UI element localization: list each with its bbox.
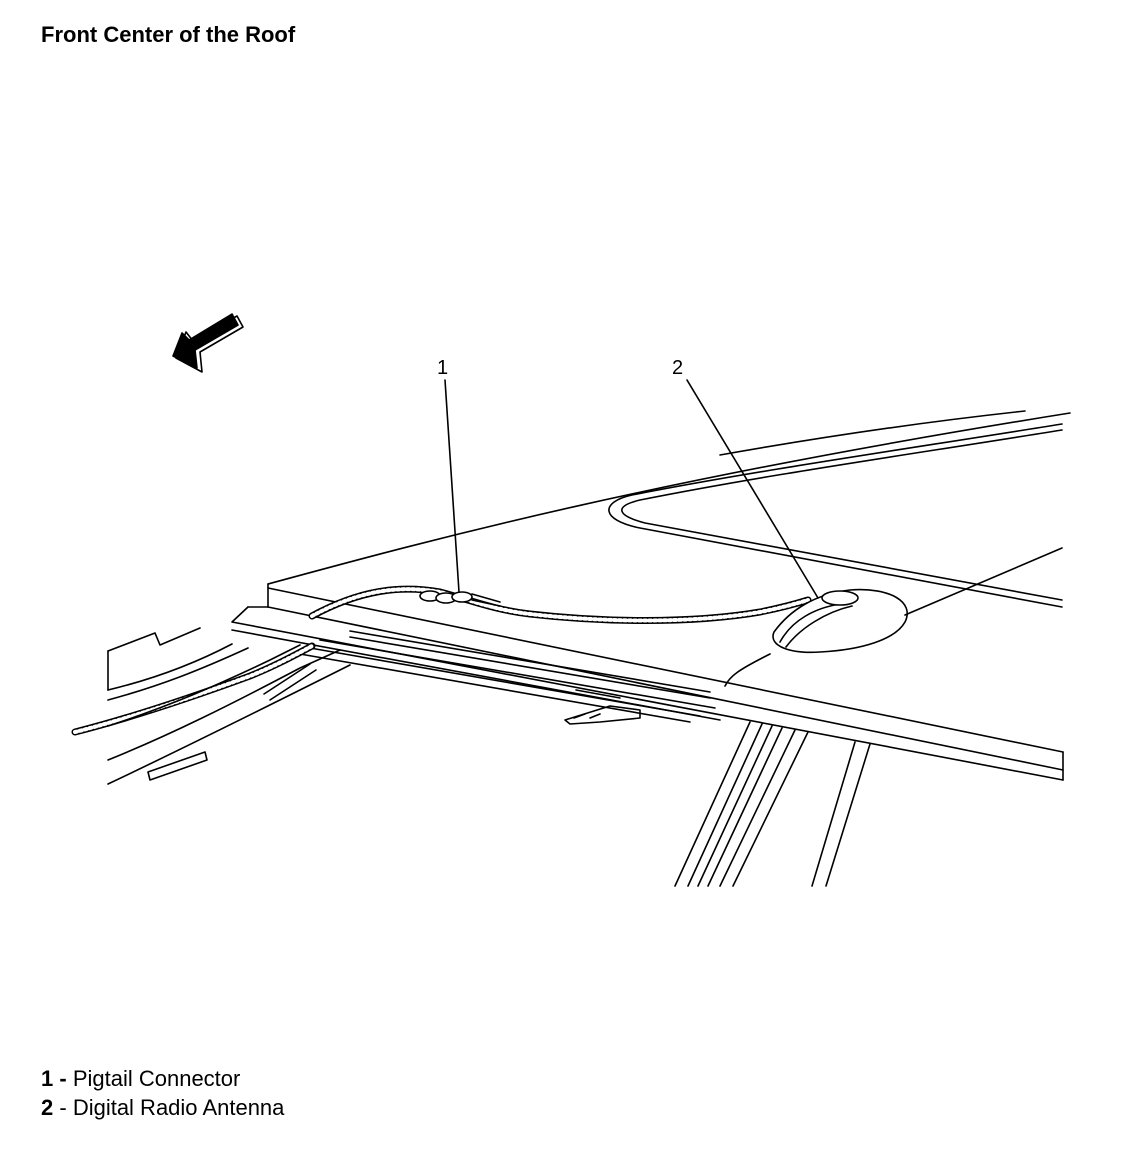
legend-item-label: Digital Radio Antenna xyxy=(72,1095,285,1120)
antenna-cable xyxy=(308,585,812,624)
legend-item: 2 - Digital Radio Antenna xyxy=(41,1093,284,1122)
legend-item-label: Pigtail Connector xyxy=(72,1066,241,1091)
callout-1-number: 1 xyxy=(437,357,448,379)
legend-item-number: 2 xyxy=(41,1095,54,1120)
legend-item-separator: - xyxy=(53,1066,73,1091)
legend-item-separator: - xyxy=(53,1095,73,1120)
harness-clips xyxy=(564,689,641,725)
callout-1-leader xyxy=(444,379,460,593)
sunroof-opening xyxy=(608,423,1063,608)
callout-2-number: 2 xyxy=(672,357,683,379)
diagram-title: Front Center of the Roof xyxy=(41,22,296,47)
pillar-frame xyxy=(674,721,871,887)
wiring-harness xyxy=(71,627,351,785)
legend-item-number: 1 xyxy=(41,1066,54,1091)
roof-ditch-molding xyxy=(299,630,716,723)
legend-item: 1 - Pigtail Connector xyxy=(41,1064,284,1093)
pigtail-connector xyxy=(419,590,501,607)
callout-2-leader xyxy=(686,379,819,599)
digital-radio-antenna xyxy=(772,547,1063,654)
front-direction-arrow-icon xyxy=(172,313,244,373)
legend: 1 - Pigtail Connector 2 - Digital Radio … xyxy=(41,1064,284,1122)
